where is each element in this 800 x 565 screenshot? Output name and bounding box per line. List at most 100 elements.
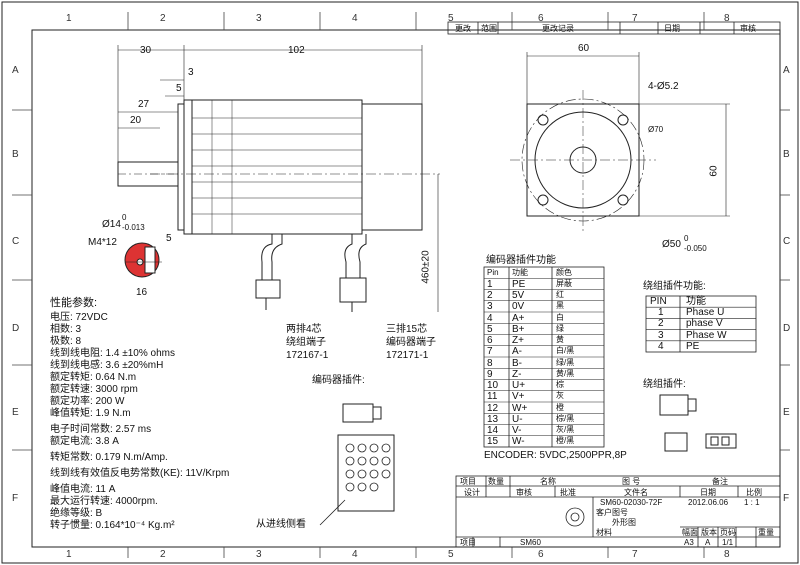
spec-line: 线到线电阻: 1.4 ±10% ohms: [50, 348, 175, 359]
encoder-cell: W+: [512, 402, 528, 414]
tb-qty: 数量: [488, 477, 504, 486]
encoder-cell: 橙: [556, 402, 564, 412]
tb-scale-hdr: 比例: [746, 488, 762, 497]
encoder-cell: B+: [512, 323, 525, 335]
encoder-cell: 8: [487, 357, 493, 369]
encoder-cell: V-: [512, 425, 522, 436]
winding-cell: 3: [658, 329, 664, 341]
dim-key16: 16: [136, 287, 148, 298]
dim-pilot: Ø50: [662, 239, 681, 250]
grid-ticks: [12, 12, 790, 558]
tb-page: 页码: [720, 528, 736, 537]
encoder-cell: 15: [487, 436, 499, 448]
winding-terminal-label2: 绕组端子: [286, 337, 326, 348]
tb-ver-val: A: [705, 538, 711, 547]
col-label-5-bottom: 5: [448, 549, 454, 560]
col-label-1-bottom: 1: [66, 549, 72, 560]
winding-plug: [659, 394, 737, 452]
winding-terminal-label1: 两排4芯: [286, 324, 322, 335]
winding-table-title: 绕组插件功能:: [643, 281, 706, 292]
spec-line: 最大运行转速: 4000rpm.: [50, 496, 158, 507]
row-label-d-right: D: [783, 323, 791, 334]
spec-line: 线到线电感: 3.6 ±20%mH: [50, 360, 164, 371]
tb-design: 设计: [464, 488, 480, 497]
dim-5: 5: [176, 83, 182, 94]
encoder-cell: 2: [487, 290, 493, 301]
encoder-cell: 3: [487, 301, 493, 313]
encoder-header-cell: 颜色: [556, 267, 572, 277]
tb-approve: 批准: [560, 488, 576, 497]
encoder-cell: 棕/黑: [556, 413, 575, 423]
revision-block: [447, 21, 781, 35]
spec-line: 峰值电流: 11 A: [50, 484, 116, 495]
tb-client-no: 客户图号: [596, 508, 628, 517]
col-label-6-bottom: 6: [538, 549, 544, 560]
tb-size-val: A3: [684, 538, 694, 547]
encoder-cell: 13: [487, 413, 499, 425]
row-label-d: D: [12, 323, 20, 334]
winding-cell: 1: [658, 307, 664, 319]
dim-3: 3: [188, 67, 194, 78]
row-label-b: B: [12, 149, 19, 160]
shaft-section: [124, 242, 162, 278]
winding-table-grid: [645, 295, 757, 353]
spec-line: 额定转矩: 0.64 N.m: [50, 372, 137, 383]
spec-line: 峰值转矩: 1.9 N.m: [50, 408, 131, 419]
dim-key5: 5: [166, 233, 172, 244]
encoder-cell: 灰/黑: [556, 425, 575, 434]
side-dim-lines: [117, 45, 439, 312]
dim-30: 30: [140, 45, 152, 56]
spec-line: 极数: 8: [50, 336, 82, 347]
dim-102: 102: [288, 45, 305, 56]
encoder-cell: Z-: [512, 368, 522, 380]
col-label-6: 6: [538, 13, 544, 24]
tb-scale: 1 : 1: [744, 498, 760, 507]
tb-remark: 备注: [712, 477, 728, 486]
row-label-f: F: [12, 493, 19, 504]
row-label-a-right: A: [783, 65, 790, 76]
tb-sheet-size: 幅面: [682, 528, 698, 537]
winding-cell: Phase U: [686, 307, 725, 319]
encoder-cell: 5V: [512, 290, 525, 301]
row-label-e: E: [12, 407, 19, 418]
col-label-3-bottom: 3: [256, 549, 262, 560]
spec-line: 额定电流: 3.8 A: [50, 436, 119, 447]
encoder-cell: 4: [487, 312, 493, 324]
tb-date-hdr: 日期: [700, 488, 716, 497]
dim-thread: M4*12: [88, 237, 117, 248]
dim-pilot-tol-up: 0: [684, 234, 689, 243]
col-label-4: 4: [352, 13, 358, 24]
encoder-cell: 红: [556, 290, 564, 299]
winding-cell: 4: [658, 340, 664, 352]
spec-line: 转子惯量: 0.164*10⁻⁴ Kg.m²: [50, 520, 175, 531]
rev-scope: 范围: [481, 24, 497, 33]
winding-header-cell: PIN: [650, 296, 667, 307]
col-label-8: 8: [724, 13, 730, 24]
encoder-cell: 白: [556, 312, 564, 322]
title-block: [455, 475, 781, 548]
dim-shaft-tol-low: -0.013: [122, 223, 145, 232]
winding-cell: Phase W: [686, 329, 727, 341]
tb-project-label: 项目: [460, 538, 476, 547]
encoder-cell: Z+: [512, 335, 524, 346]
encoder-terminal-part: 172171-1: [386, 350, 429, 361]
winding-cell: phase V: [686, 318, 723, 330]
dim-pilot-tol-low: -0.050: [684, 244, 707, 253]
encoder-terminal-label2: 编码器端子: [386, 337, 436, 348]
tb-page-val: 1/1: [722, 538, 734, 547]
row-label-e-right: E: [783, 407, 790, 418]
encoder-cell: 9: [487, 368, 493, 380]
encoder-cell: 屏蔽: [556, 278, 572, 288]
col-label-4-bottom: 4: [352, 549, 358, 560]
tb-version: 版本: [701, 528, 717, 537]
winding-header-cell: 功能: [686, 296, 706, 307]
encoder-header-cell: 功能: [512, 267, 528, 277]
col-label-7-bottom: 7: [632, 549, 638, 560]
row-label-a: A: [12, 65, 19, 76]
encoder-cell: 6: [487, 335, 493, 346]
encoder-cell: U+: [512, 380, 526, 391]
encoder-cell: 黑: [556, 301, 564, 311]
encoder-cell: 11: [487, 391, 498, 403]
dim-60-side: 60: [708, 165, 720, 177]
